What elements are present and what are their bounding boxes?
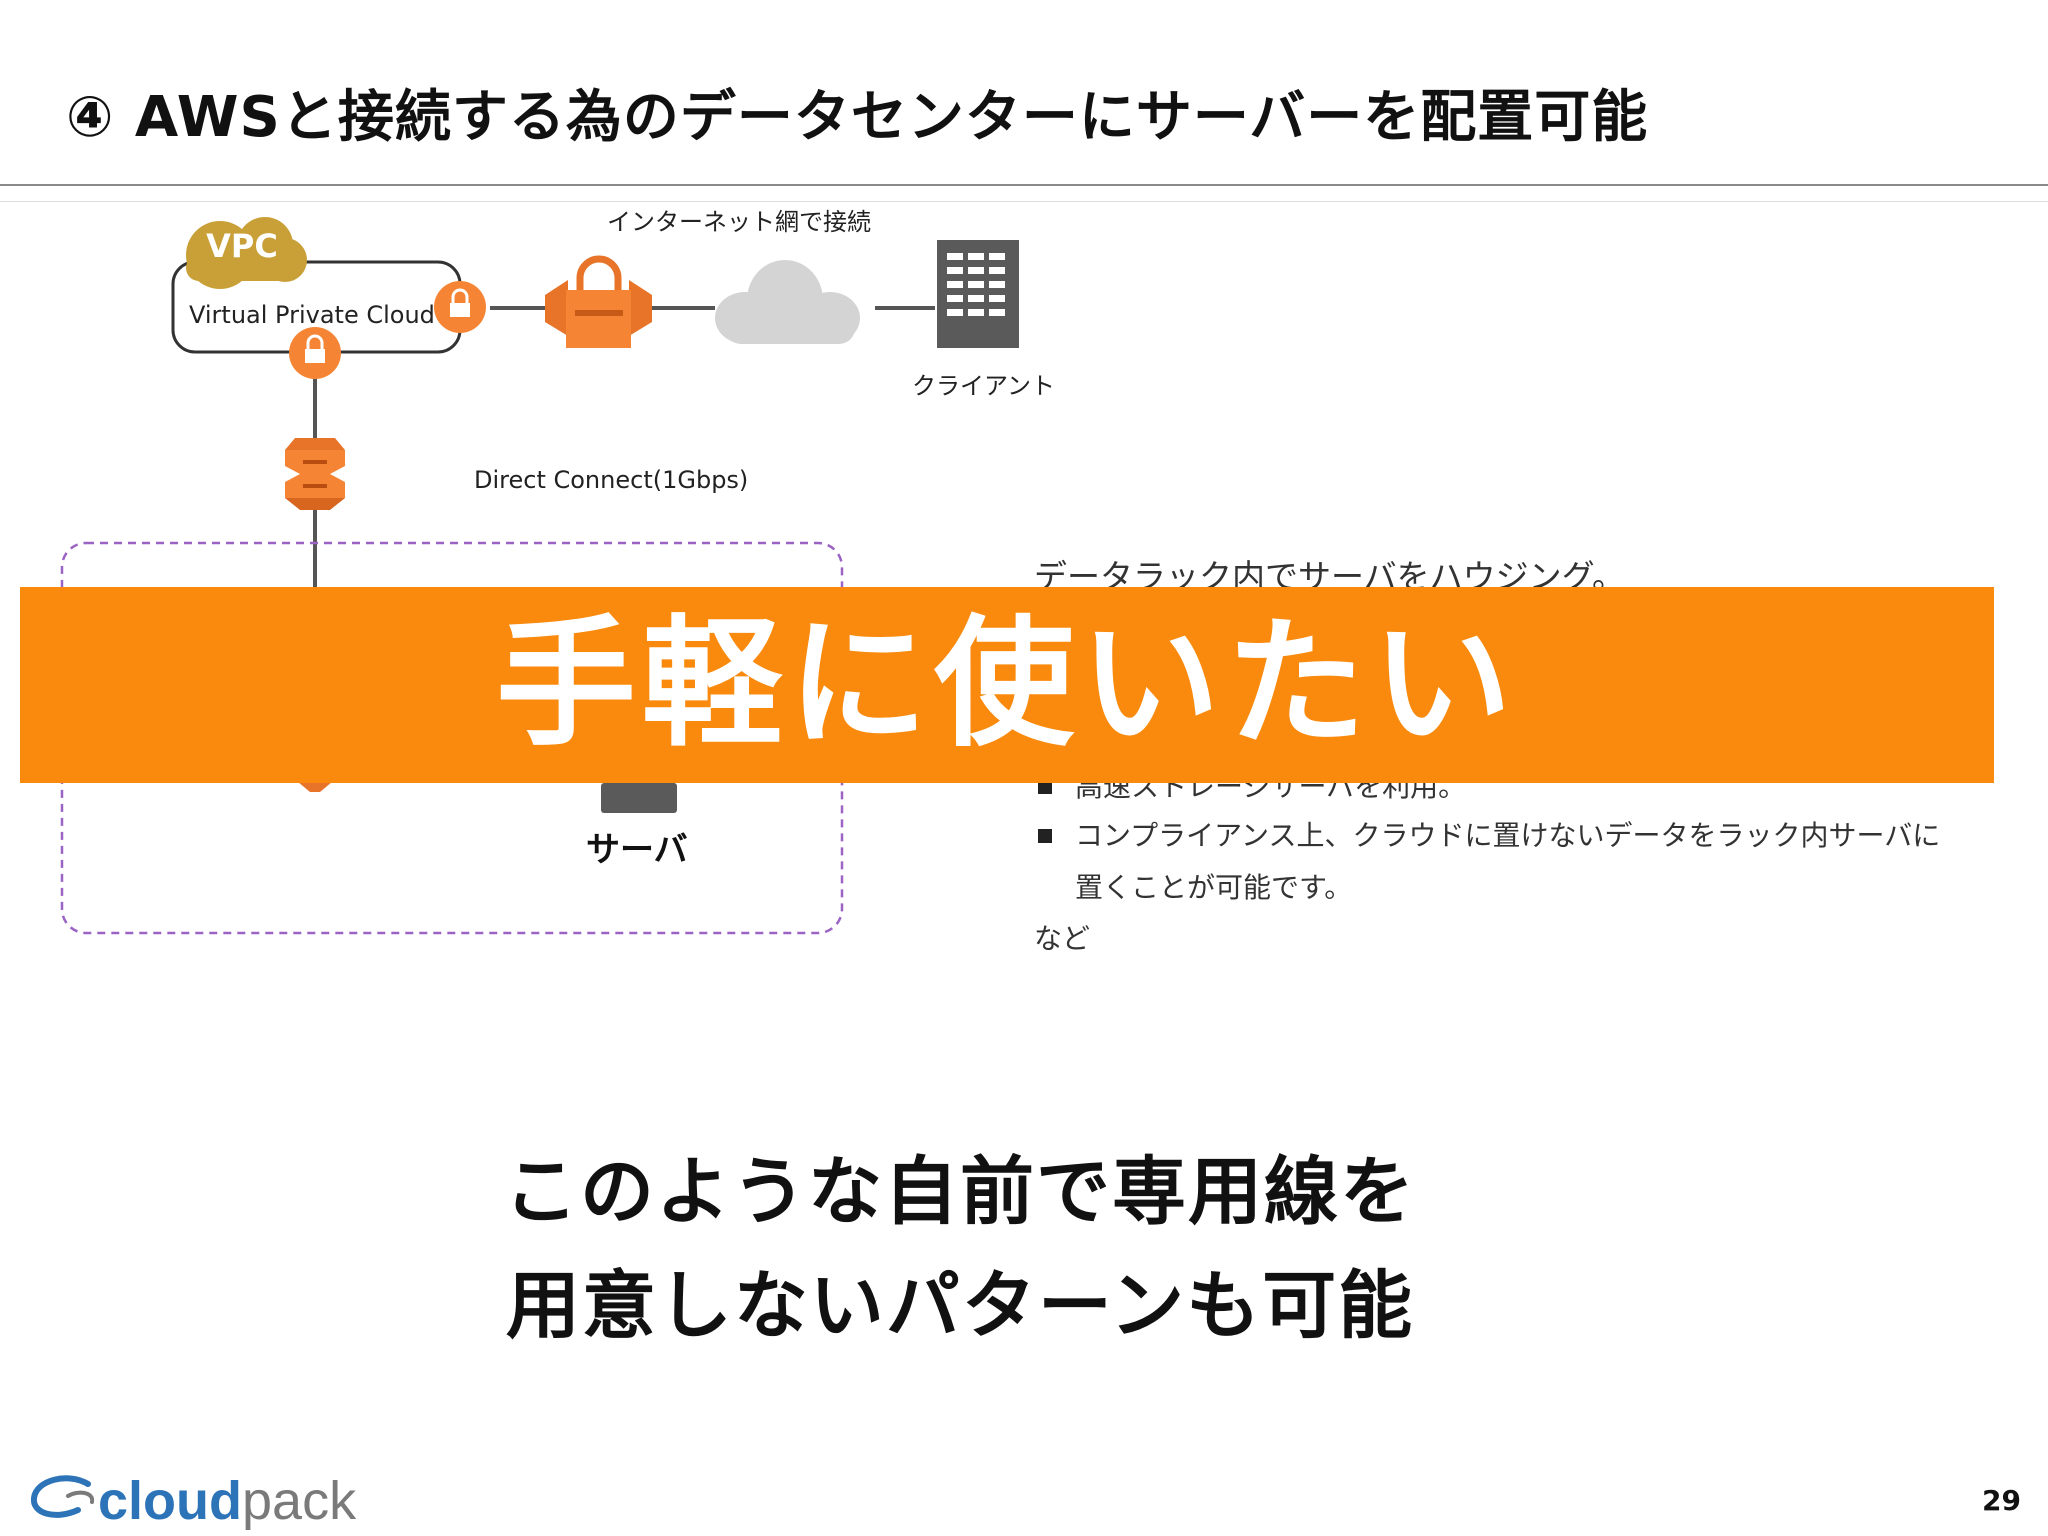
description-footer: など xyxy=(1034,922,1091,955)
vpc-lock-icon-bottom xyxy=(289,327,341,379)
router-icon xyxy=(298,782,332,792)
message-line-2: 用意しないパターンも可能 xyxy=(505,1263,1415,1349)
bullet-item: コンプライアンス上、クラウドに置けないデータをラック内サーバに xyxy=(1075,819,1941,852)
message-line-1: このような自前で専用線を xyxy=(504,1149,1416,1235)
direct-connect-icon xyxy=(285,438,345,510)
title-divider-secondary xyxy=(0,201,2048,202)
banner-text: 手軽に使いたい xyxy=(495,603,1518,766)
direct-connect-label: Direct Connect(1Gbps) xyxy=(474,466,749,494)
vpc-cloud-icon xyxy=(186,217,307,289)
client-label: クライアント xyxy=(912,372,1056,400)
bullet-marker xyxy=(1038,780,1052,794)
server-label: サーバ xyxy=(586,830,688,870)
bullet-item-continuation: 置くことが可能です。 xyxy=(1075,871,1353,904)
server-icon xyxy=(601,783,677,813)
client-building-icon xyxy=(937,240,1019,348)
vpn-gateway-icon xyxy=(545,255,652,348)
highlight-banner: 手軽に使いたい xyxy=(20,587,1994,783)
cloudpack-logo-icon xyxy=(30,1475,95,1518)
network-diagram xyxy=(60,217,1019,935)
logo-text-cloud: cloud xyxy=(98,1471,242,1531)
internet-cloud-icon xyxy=(715,260,860,344)
page-number: 29 xyxy=(1982,1484,2021,1517)
logo-text-pack: pack xyxy=(242,1471,357,1531)
vpc-lock-icon-right xyxy=(434,281,486,333)
vpc-label: Virtual Private Cloud xyxy=(189,301,435,329)
slide-title: ④ AWSと接続する為のデータセンターにサーバーを配置可能 xyxy=(66,85,1649,150)
cloudpack-logo: cloudpack xyxy=(98,1470,356,1532)
internet-label: インターネット網で接続 xyxy=(607,208,871,236)
title-divider xyxy=(0,184,2048,186)
vpc-badge-label: VPC xyxy=(206,227,278,265)
bullet-marker xyxy=(1038,829,1052,843)
